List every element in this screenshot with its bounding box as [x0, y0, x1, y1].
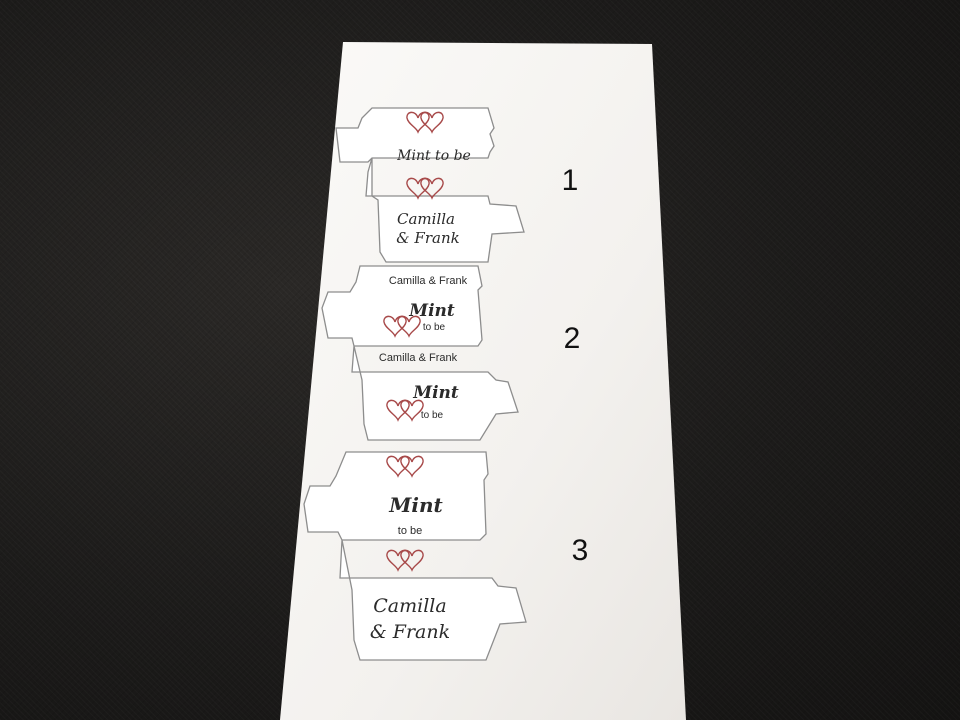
box-template-2: Camilla & Frank Mint to be Camilla & Fra…: [321, 265, 519, 441]
mint-2-top: Mint: [408, 301, 455, 321]
box-template-1: Mint to be Camilla & Frank: [335, 107, 525, 263]
to-be-2-top: to be: [423, 322, 446, 333]
names-2-top: Camilla & Frank: [389, 275, 468, 287]
template-number-3: 3: [572, 534, 589, 567]
box-outline-1: [335, 107, 525, 263]
mint-2-bottom: Mint: [412, 383, 459, 403]
box-template-3: Mint to be Camilla & Frank: [303, 451, 527, 661]
template-number-1: 1: [562, 164, 579, 197]
tagline-1: Mint to be: [396, 148, 471, 164]
names-3-line1: Camilla: [373, 595, 446, 617]
names-2-bottom: Camilla & Frank: [379, 352, 458, 364]
names-1-line1: Camilla: [397, 210, 455, 228]
mint-3: Mint: [388, 493, 443, 517]
to-be-2-bottom: to be: [421, 410, 444, 421]
names-3-line2: & Frank: [370, 621, 450, 643]
to-be-3: to be: [398, 525, 422, 537]
box-outline-2: [321, 265, 519, 441]
box-outline-3: [303, 451, 527, 661]
names-1-line2: & Frank: [396, 229, 459, 247]
template-number-2: 2: [564, 322, 581, 355]
